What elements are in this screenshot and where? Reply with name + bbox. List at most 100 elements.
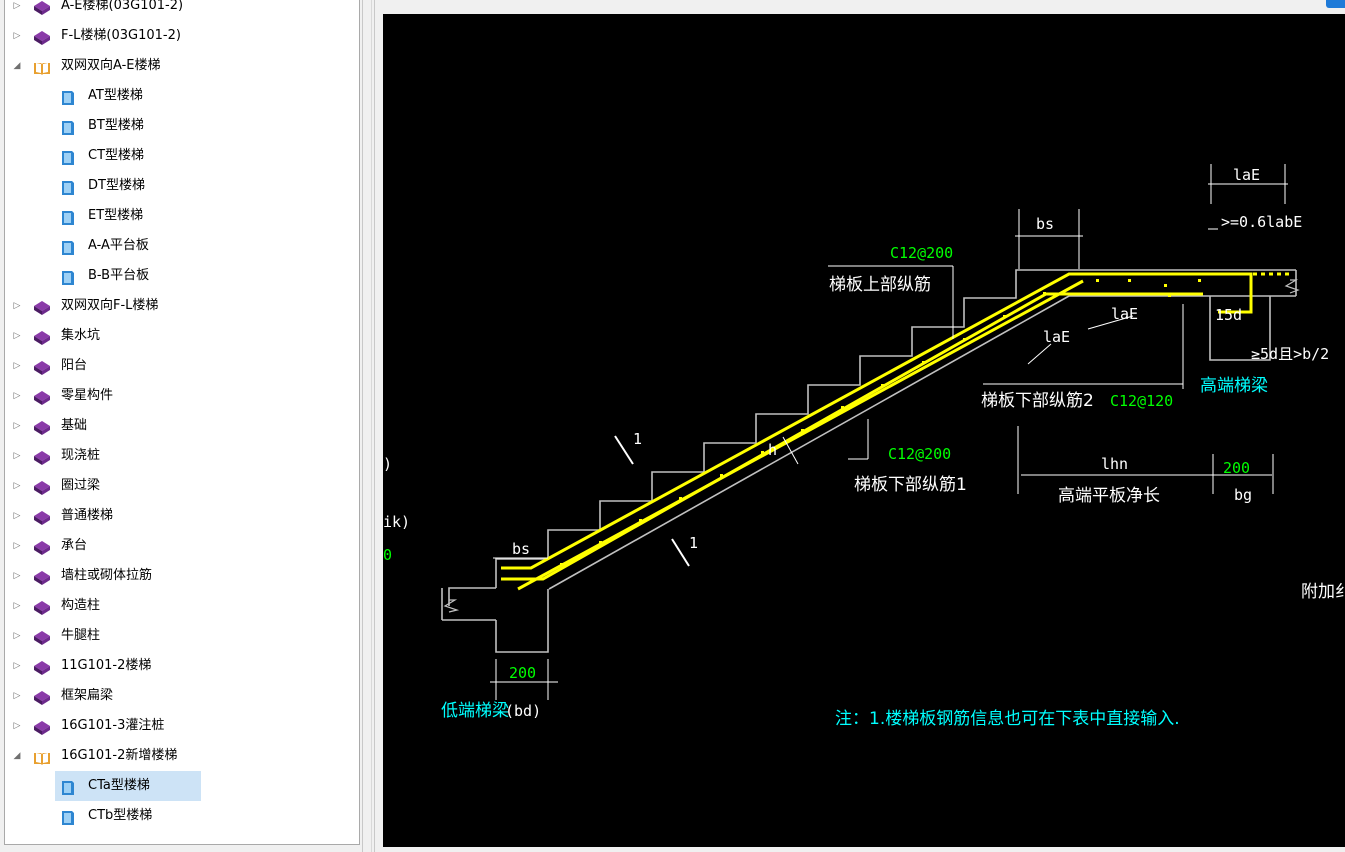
open-book-icon	[33, 748, 51, 765]
expand-arrow-icon[interactable]: ▷	[13, 31, 21, 41]
left-fragment-2: ik)	[383, 513, 410, 531]
spec-upper-rebar: C12@200	[890, 244, 953, 262]
spec-lower-rebar1: C12@200	[888, 445, 951, 463]
tree-item-label: 现浇桩	[61, 448, 101, 463]
document-icon	[60, 178, 78, 195]
expand-arrow-icon[interactable]: ▷	[13, 1, 21, 11]
book-icon	[33, 298, 51, 315]
expand-arrow-icon[interactable]: ▷	[13, 421, 21, 431]
dim-bg: bg	[1234, 486, 1252, 504]
tree-item[interactable]: CTa型楼梯	[5, 771, 355, 801]
document-icon	[60, 118, 78, 135]
label-upper-rebar: 梯板上部纵筋	[829, 275, 931, 295]
tree-item[interactable]: BT型楼梯	[5, 111, 355, 141]
tree-item-label: 11G101-2楼梯	[61, 658, 152, 673]
tree-item[interactable]: CT型楼梯	[5, 141, 355, 171]
tree-item-label: ET型楼梯	[88, 208, 144, 223]
tree-item-label: 基础	[61, 418, 88, 433]
tree-item[interactable]: ▷ F-L楼梯(03G101-2)	[5, 21, 355, 51]
tree-item[interactable]: ▷承台	[5, 531, 355, 561]
tree-item[interactable]: ◢ 双网双向A-E楼梯	[5, 51, 355, 81]
left-fragment-1: )	[383, 455, 392, 473]
book-icon	[33, 568, 51, 585]
dimension-lines	[490, 164, 1288, 700]
document-icon	[60, 88, 78, 105]
tree-item[interactable]: AT型楼梯	[5, 81, 355, 111]
book-icon	[33, 358, 51, 375]
expand-arrow-icon[interactable]: ▷	[13, 301, 21, 311]
book-icon	[33, 448, 51, 465]
book-icon	[33, 478, 51, 495]
tree-item[interactable]: DT型楼梯	[5, 171, 355, 201]
tree-item[interactable]: ◢ 16G101-2新增楼梯	[5, 741, 355, 771]
rebar-dots	[560, 279, 1201, 566]
document-icon	[60, 268, 78, 285]
tree-item[interactable]: ▷ 16G101-3灌注桩	[5, 711, 355, 741]
tree-item-label: 集水坑	[61, 328, 101, 343]
expand-arrow-icon[interactable]: ▷	[13, 541, 21, 551]
panel-splitter[interactable]	[362, 0, 372, 852]
book-icon	[33, 538, 51, 555]
spec-lower-rebar2: C12@120	[1110, 392, 1173, 410]
tree-item-label: 16G101-3灌注桩	[61, 718, 165, 733]
tree-item[interactable]: ▷框架扁梁	[5, 681, 355, 711]
tree-item[interactable]: A-A平台板	[5, 231, 355, 261]
collapse-arrow-icon[interactable]: ◢	[13, 61, 21, 71]
tree-item[interactable]: ET型楼梯	[5, 201, 355, 231]
tree-item-label: B-B平台板	[88, 268, 150, 283]
tree-item[interactable]: CTb型楼梯	[5, 801, 355, 831]
tree-item[interactable]: ▷墙柱或砌体拉筋	[5, 561, 355, 591]
dim-laE-top: laE	[1233, 166, 1260, 184]
tree-item[interactable]: ▷普通楼梯	[5, 501, 355, 531]
tree-item[interactable]: ▷ 圈过梁	[5, 471, 355, 501]
tree-item-label: A-E楼梯(03G101-2)	[61, 0, 184, 13]
tree-item-label: 16G101-2新增楼梯	[61, 748, 178, 763]
expand-arrow-icon[interactable]: ▷	[13, 721, 21, 731]
book-icon	[33, 508, 51, 525]
expand-arrow-icon[interactable]: ▷	[13, 511, 21, 521]
book-icon	[33, 628, 51, 645]
book-icon	[33, 328, 51, 345]
tree-item[interactable]: ▷构造柱	[5, 591, 355, 621]
tree-item[interactable]: ▷ 现浇桩	[5, 441, 355, 471]
dim-bs-low: bs	[512, 540, 530, 558]
expand-arrow-icon[interactable]: ▷	[13, 331, 21, 341]
expand-arrow-icon[interactable]: ▷	[13, 661, 21, 671]
tree-item[interactable]: ▷零星构件	[5, 381, 355, 411]
label-lower-rebar2: 梯板下部纵筋2	[981, 391, 1094, 411]
tree-item-label: CTa型楼梯	[88, 778, 150, 793]
expand-arrow-icon[interactable]: ▷	[13, 601, 21, 611]
tree-item-label: 双网双向A-E楼梯	[61, 58, 161, 73]
drawing-note: 注：1.楼梯板钢筋信息也可在下表中直接输入.	[835, 709, 1180, 729]
expand-arrow-icon[interactable]: ▷	[13, 451, 21, 461]
stair-outline	[441, 269, 1297, 653]
expand-arrow-icon[interactable]: ▷	[13, 361, 21, 371]
tree-item[interactable]: ▷ A-E楼梯(03G101-2)	[5, 0, 355, 21]
expand-arrow-icon[interactable]: ▷	[13, 391, 21, 401]
value-bd: 200	[509, 664, 536, 682]
expand-arrow-icon[interactable]: ▷	[13, 691, 21, 701]
expand-arrow-icon[interactable]: ▷	[13, 571, 21, 581]
tree-item-label: F-L楼梯(03G101-2)	[61, 28, 181, 43]
open-book-icon	[33, 58, 51, 75]
tree-item-label: CTb型楼梯	[88, 808, 153, 823]
tree-item[interactable]: ▷ 11G101-2楼梯	[5, 651, 355, 681]
corner-button[interactable]	[1326, 0, 1345, 8]
tree-item[interactable]: ▷阳台	[5, 351, 355, 381]
book-icon	[33, 658, 51, 675]
expand-arrow-icon[interactable]: ▷	[13, 481, 21, 491]
tree-item[interactable]: B-B平台板	[5, 261, 355, 291]
tree-item-label: 圈过梁	[61, 478, 101, 493]
tree-item[interactable]: ▷牛腿柱	[5, 621, 355, 651]
expand-arrow-icon[interactable]: ▷	[13, 631, 21, 641]
tree-item[interactable]: ▷双网双向F-L楼梯	[5, 291, 355, 321]
dim-laE-b: laE	[1111, 305, 1138, 323]
tree-item[interactable]: ▷ 基础	[5, 411, 355, 441]
tree-item-label: CT型楼梯	[88, 148, 145, 163]
collapse-arrow-icon[interactable]: ◢	[13, 751, 21, 761]
tree-item-label: BT型楼梯	[88, 118, 144, 133]
dim-bd: (bd)	[505, 702, 541, 720]
tree-item-label: A-A平台板	[88, 238, 149, 253]
tree-panel: ▷ A-E楼梯(03G101-2) ▷ F-L楼梯(03G101-2) ◢ 双网双向A-E…	[4, 0, 360, 845]
tree-item[interactable]: ▷ 集水坑	[5, 321, 355, 351]
